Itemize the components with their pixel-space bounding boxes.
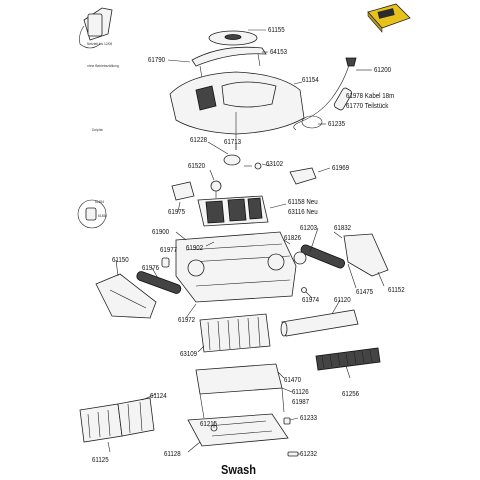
callout-63109: 63109 <box>180 349 198 358</box>
callout-61124: 61124 <box>150 391 167 400</box>
callout-63116: 63116 Neu <box>288 207 318 216</box>
callout-61969: 61969 <box>332 163 350 172</box>
inset-detail-61854 <box>77 199 107 229</box>
callout-61520: 61520 <box>188 161 206 170</box>
inset-badge-text: Dolphin <box>92 127 104 132</box>
callout-61125: 61125 <box>92 455 109 464</box>
screw-61520 <box>210 180 222 198</box>
callout-61158: 61158 Neu <box>288 197 318 206</box>
callout-61256: 61256 <box>342 389 360 398</box>
bottom-lid-61470 <box>195 363 285 419</box>
leader-lines <box>107 29 385 455</box>
side-plate-61832 <box>343 233 389 277</box>
callout-61235: 61235 <box>328 119 346 128</box>
track-61203 <box>300 244 346 269</box>
callout-61475: 61475 <box>356 287 374 296</box>
chassis-61900 <box>175 231 297 303</box>
callout-61232: 61232 <box>300 449 318 458</box>
handle-64153 <box>191 46 267 79</box>
callout-61128: 61128 <box>164 449 181 458</box>
callout-61713: 61713 <box>224 137 242 146</box>
clip-61232 <box>287 451 299 457</box>
callout-61152: 61152 <box>388 285 405 294</box>
side-plate-61150 <box>95 273 157 319</box>
callout-64153: 64153 <box>270 47 288 56</box>
callout-61200: 61200 <box>374 65 392 74</box>
callout-61832: 61832 <box>334 223 352 232</box>
wheel-61826 <box>293 251 307 265</box>
filter-63109 <box>199 313 271 353</box>
inset-note-no-counter: ohne Betriebszählung <box>87 63 119 68</box>
callout-61470: 61470 <box>284 375 302 384</box>
callout-63102: 63102 <box>266 159 284 168</box>
callout-61856: 61856 <box>98 213 108 218</box>
bracket-61975 <box>171 181 195 201</box>
callout-61826: 61826 <box>284 233 302 242</box>
power-supply-drawing <box>79 7 113 49</box>
bottom-plate-61128 <box>187 413 289 447</box>
callout-61120: 61120 <box>334 295 351 304</box>
callout-61900: 61900 <box>152 227 170 236</box>
clip-61233 <box>283 417 291 425</box>
callout-61215: 61215 <box>200 419 218 428</box>
callout-61126: 61126 <box>292 387 309 396</box>
power-cable-61978 <box>293 57 357 131</box>
main-cover-61154 <box>169 71 305 150</box>
bushing-61977 <box>161 257 170 268</box>
callout-61987: 61987 <box>292 397 310 406</box>
callout-61902: 61902 <box>186 243 204 252</box>
track-61976 <box>136 271 182 294</box>
callout-61978: 61978 Kabel 18m <box>346 91 395 100</box>
callout-61977: 61977 <box>160 245 178 254</box>
motor-unit-61158 <box>197 195 269 227</box>
diagram-caption: Swash <box>221 462 257 477</box>
callout-61790: 61790 <box>148 55 166 64</box>
filter-bag-61124 <box>79 397 155 443</box>
inset-note-power-supply: Netzteil bis 12/08 <box>87 41 113 46</box>
callout-61203: 61203 <box>300 223 318 232</box>
callout-61976: 61976 <box>142 263 160 272</box>
top-cover-61155 <box>208 30 258 46</box>
clip-parts-61713 <box>223 154 262 170</box>
callout-61854: 61854 <box>95 199 105 204</box>
callout-61150: 61150 <box>112 255 129 264</box>
roller-tube-61120 <box>280 309 359 337</box>
callout-61972: 61972 <box>178 315 196 324</box>
callout-61155: 61155 <box>268 25 285 34</box>
dolphin-badge-drawing <box>367 3 411 33</box>
callout-61770: 61770 Teilstück <box>346 101 389 110</box>
bracket-61969 <box>289 167 317 185</box>
callout-61154: 61154 <box>302 75 319 84</box>
callout-61228: 61228 <box>190 135 208 144</box>
callout-61975: 61975 <box>168 207 186 216</box>
screw-61974 <box>301 287 307 293</box>
callout-61233: 61233 <box>300 413 318 422</box>
callout-61974: 61974 <box>302 295 320 304</box>
brush-61256 <box>315 347 381 371</box>
